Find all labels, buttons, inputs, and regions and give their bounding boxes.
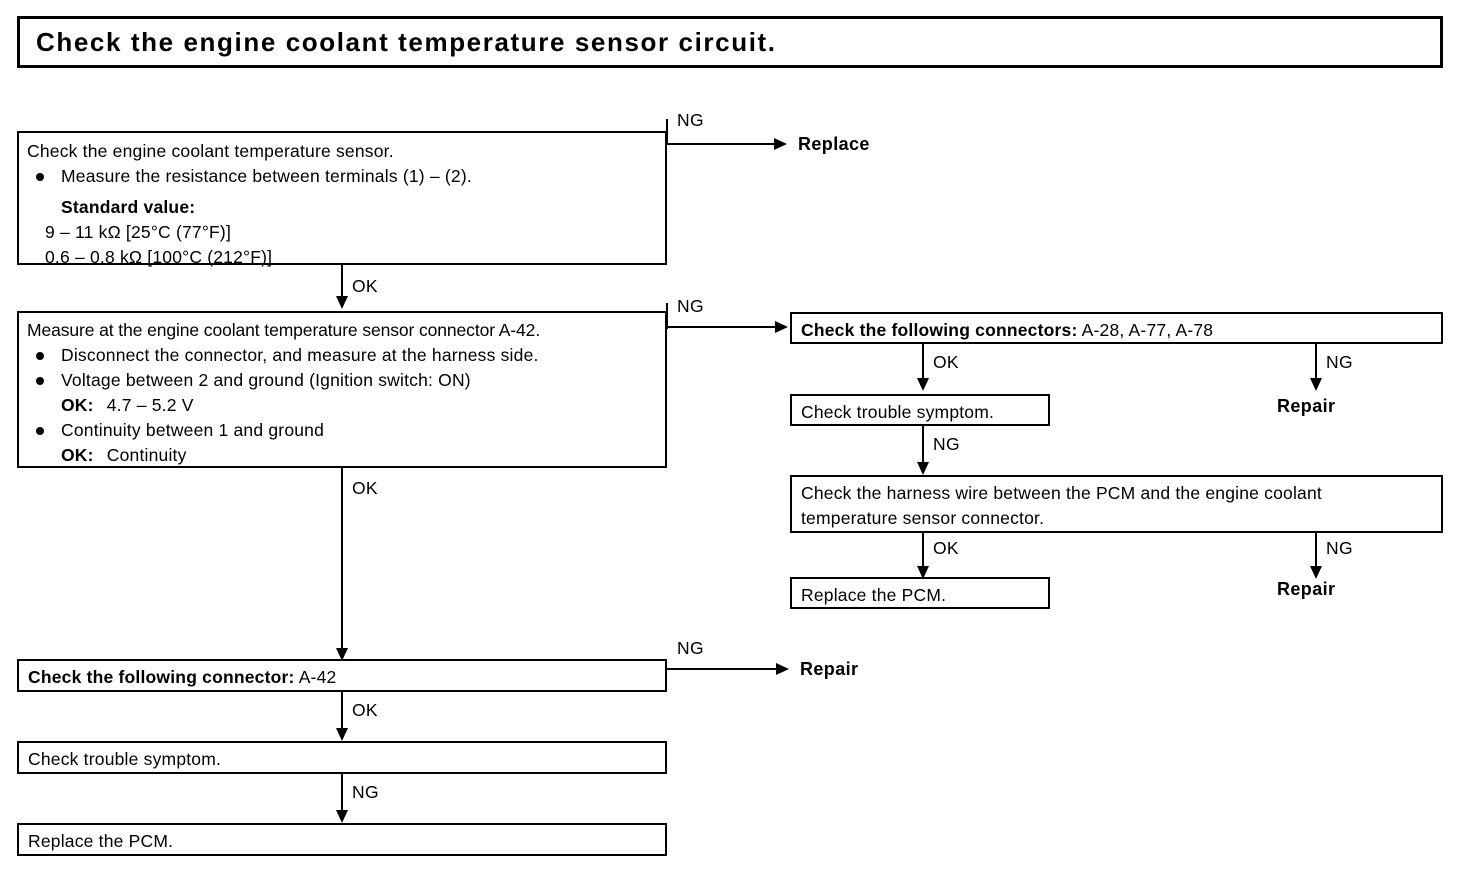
box-check-connector-a42-text: Check the following connector: A-42 bbox=[28, 665, 659, 690]
arrowhead-ng-symptom-to-pcm bbox=[336, 810, 348, 823]
connector-ng-symptom-to-pcm bbox=[341, 774, 343, 816]
connector-ok-a42-to-symptom bbox=[341, 692, 343, 734]
arrowhead-ng-connectors-to-repair bbox=[1310, 378, 1322, 391]
edge-label-ng-connectors-to-repair: NG bbox=[1326, 352, 1353, 372]
connector-ng-connectors-to-repair bbox=[1315, 344, 1317, 382]
arrowhead-ng-a42-to-repair bbox=[776, 663, 789, 675]
terminal-replace-top: Replace bbox=[798, 134, 870, 154]
box-check-connector-a42: Check the following connector: A-42 bbox=[17, 659, 667, 692]
edge-label-ok-connectors-to-symptom: OK bbox=[933, 352, 959, 372]
box-check-sensor: Check the engine coolant temperature sen… bbox=[17, 131, 667, 267]
arrowhead-ok-a42-to-symptom bbox=[336, 728, 348, 741]
box-check-connector-a42-label: Check the following connector: bbox=[28, 667, 295, 687]
box-replace-pcm-right-text: Replace the PCM. bbox=[801, 585, 947, 605]
box-measure-ok-voltage-label: OK: bbox=[61, 395, 94, 415]
box-replace-pcm-left: Replace the PCM. bbox=[17, 823, 667, 856]
connector-ok-harness-to-pcm bbox=[922, 533, 924, 571]
box-measure-heading: Measure at the engine coolant temperatur… bbox=[27, 320, 541, 340]
box-check-connectors-multi: Check the following connectors: A-28, A-… bbox=[790, 312, 1443, 344]
box-check-sensor-heading: Check the engine coolant temperature sen… bbox=[27, 141, 394, 161]
arrowhead-ng-symptom-to-harness bbox=[917, 462, 929, 475]
box-measure-ok-voltage: OK: 4.7 – 5.2 V bbox=[27, 393, 659, 418]
arrowhead-ng-measure bbox=[775, 321, 788, 333]
connector-ng-measure-horizontal bbox=[666, 326, 776, 328]
edge-label-ng-measure: NG bbox=[677, 296, 704, 316]
arrowhead-ok-connectors-to-symptom bbox=[917, 378, 929, 391]
edge-label-ng-sensor: NG bbox=[677, 110, 704, 130]
box-measure-ok-continuity: OK: Continuity bbox=[27, 443, 659, 468]
box-measure-bullet-continuity: Continuity between 1 and ground bbox=[27, 418, 659, 443]
box-check-connectors-multi-value: A-28, A-77, A-78 bbox=[1081, 320, 1214, 340]
terminal-repair-right-upper: Repair bbox=[1277, 396, 1336, 416]
box-replace-pcm-right: Replace the PCM. bbox=[790, 577, 1050, 609]
box-check-sensor-standard-label: Standard value: bbox=[61, 197, 196, 217]
connector-ng-sensor-horizontal bbox=[666, 143, 776, 145]
arrowhead-ng-harness-to-repair bbox=[1310, 566, 1322, 579]
box-check-connectors-multi-label: Check the following connectors: bbox=[801, 320, 1078, 340]
edge-label-ok-a42-to-symptom: OK bbox=[352, 700, 378, 720]
box-measure-bullet-voltage: Voltage between 2 and ground (Ignition s… bbox=[27, 368, 659, 393]
box-check-connector-a42-value: A-42 bbox=[298, 667, 337, 687]
box-replace-pcm-left-text: Replace the PCM. bbox=[28, 831, 174, 851]
connector-ng-symptom-to-harness bbox=[922, 426, 924, 468]
arrowhead-ok-sensor-to-measure bbox=[336, 296, 348, 309]
page-title: Check the engine coolant temperature sen… bbox=[36, 26, 777, 57]
box-check-harness-wire-line1: Check the harness wire between the PCM a… bbox=[801, 483, 1322, 503]
box-check-connectors-multi-text: Check the following connectors: A-28, A-… bbox=[801, 318, 1435, 343]
box-check-symptom-left: Check trouble symptom. bbox=[17, 741, 667, 774]
edge-label-ng-symptom-to-harness: NG bbox=[933, 434, 960, 454]
box-measure-ok-continuity-label: OK: bbox=[61, 445, 94, 465]
terminal-repair-bottom-left: Repair bbox=[800, 659, 859, 679]
box-check-sensor-value-25c: 9 – 11 kΩ [25°C (77°F)] bbox=[45, 222, 232, 242]
box-check-sensor-value-100c: 0.6 – 0.8 kΩ [100°C (212°F)] bbox=[45, 247, 273, 267]
edge-label-ng-harness-to-repair: NG bbox=[1326, 538, 1353, 558]
box-check-symptom-right-text: Check trouble symptom. bbox=[801, 402, 995, 422]
box-measure-bullet-disconnect: Disconnect the connector, and measure at… bbox=[27, 343, 659, 368]
edge-label-ok-sensor-to-measure: OK bbox=[352, 276, 378, 296]
arrowhead-ng-sensor bbox=[774, 138, 787, 150]
connector-ng-harness-to-repair bbox=[1315, 533, 1317, 571]
edge-label-ok-harness-to-pcm: OK bbox=[933, 538, 959, 558]
box-check-harness-wire-line2: temperature sensor connector. bbox=[801, 508, 1045, 528]
arrowhead-ok-measure-to-a42 bbox=[336, 648, 348, 661]
edge-label-ng-symptom-to-pcm: NG bbox=[352, 782, 379, 802]
arrowhead-ok-harness-to-pcm bbox=[917, 566, 929, 579]
box-check-symptom-right: Check trouble symptom. bbox=[790, 394, 1050, 426]
terminal-repair-right-lower: Repair bbox=[1277, 579, 1336, 599]
box-check-symptom-left-text: Check trouble symptom. bbox=[28, 749, 222, 769]
flowchart-title-box: Check the engine coolant temperature sen… bbox=[17, 16, 1443, 68]
edge-label-ok-measure-to-a42: OK bbox=[352, 478, 378, 498]
connector-ok-sensor-to-measure bbox=[341, 265, 343, 300]
box-check-sensor-bullet-resistance: Measure the resistance between terminals… bbox=[27, 164, 659, 189]
box-measure-connector: Measure at the engine coolant temperatur… bbox=[17, 311, 667, 468]
box-check-harness-wire: Check the harness wire between the PCM a… bbox=[790, 475, 1443, 533]
connector-ok-connectors-to-symptom bbox=[922, 344, 924, 382]
box-measure-ok-voltage-value: 4.7 – 5.2 V bbox=[106, 395, 194, 415]
connector-ng-measure-vertical bbox=[666, 303, 668, 329]
connector-ng-sensor-vertical bbox=[666, 119, 668, 145]
box-measure-ok-continuity-value: Continuity bbox=[106, 445, 187, 465]
edge-label-ng-a42: NG bbox=[677, 638, 704, 658]
connector-ok-measure-to-a42 bbox=[341, 468, 343, 658]
connector-ng-a42-to-repair bbox=[666, 668, 778, 670]
